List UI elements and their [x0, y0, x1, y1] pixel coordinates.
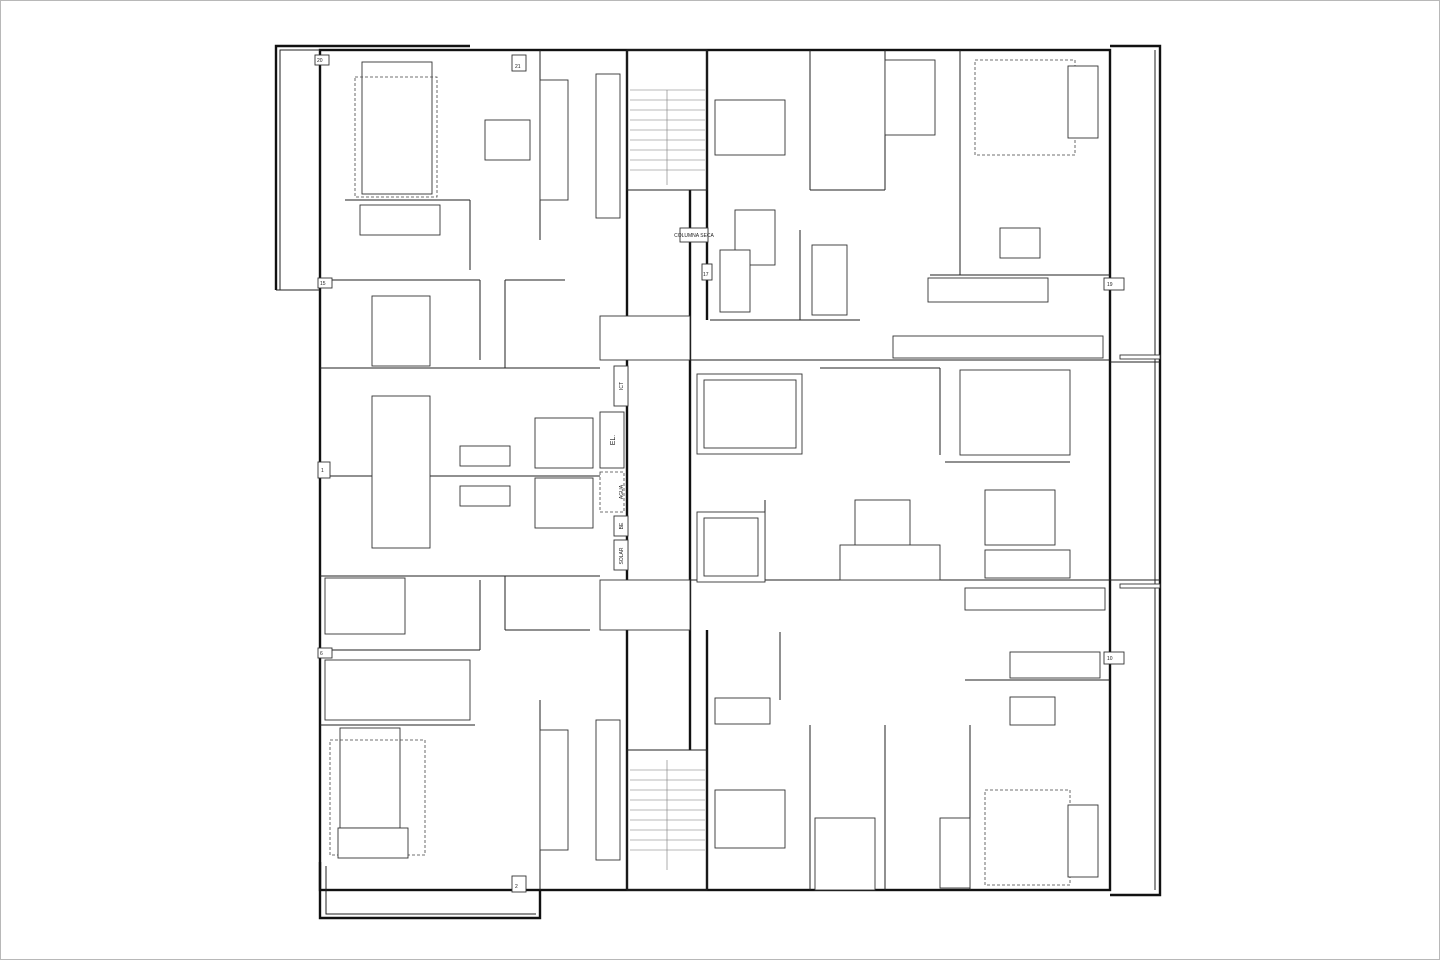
plan-element	[839, 544, 941, 581]
plan-element	[459, 485, 511, 507]
plan-label: 6	[320, 651, 323, 657]
bed	[959, 369, 1071, 456]
kitchen-counter	[927, 277, 1049, 303]
plan-element	[317, 461, 331, 479]
plan-element	[703, 517, 759, 577]
water-shaft	[599, 471, 625, 513]
plan-element	[1103, 651, 1125, 665]
wall-line	[274, 44, 470, 290]
exterior-walls	[274, 44, 1162, 920]
sofa	[1067, 804, 1099, 878]
partitions	[320, 50, 1110, 890]
plan-element	[317, 647, 333, 659]
table	[984, 489, 1056, 546]
sofa	[337, 827, 409, 859]
bathtub	[534, 477, 594, 529]
table	[999, 227, 1041, 259]
plan-element	[703, 379, 797, 449]
stair-bottom-treads	[630, 760, 705, 870]
plan-element	[974, 59, 1076, 156]
plan-element	[984, 789, 1071, 886]
bed	[371, 295, 431, 367]
plan-element	[1119, 583, 1161, 589]
plan-element	[939, 817, 971, 889]
table	[484, 119, 531, 161]
wall-line	[1110, 44, 1162, 897]
plan-element	[613, 515, 629, 537]
kitchen-counter	[964, 587, 1106, 611]
plan-element	[1103, 277, 1125, 291]
stair-top	[626, 49, 708, 191]
plan-label: 19	[1107, 282, 1113, 288]
bed	[714, 789, 786, 849]
solar-label: SOLAR	[619, 547, 625, 564]
furniture	[324, 59, 1106, 891]
kitchen-counter	[892, 335, 1104, 359]
elevator-label: EL.	[610, 435, 617, 446]
table	[854, 499, 911, 551]
bathtub	[714, 697, 771, 725]
kitchen-counter	[539, 79, 569, 201]
plan-element	[359, 204, 441, 236]
wall-line	[279, 49, 320, 290]
bathtub	[719, 249, 751, 313]
plan-label: 20	[317, 58, 323, 64]
table	[1009, 696, 1056, 726]
stair-bottom	[626, 749, 708, 891]
table	[371, 395, 431, 549]
sofa	[984, 549, 1071, 579]
plan-element	[314, 54, 330, 66]
plan-element	[1119, 354, 1161, 360]
wall-line	[318, 862, 542, 920]
plan-element	[814, 817, 876, 891]
dry-riser	[679, 227, 709, 243]
plan-element	[599, 579, 691, 631]
bed	[714, 99, 786, 156]
kitchen-counter	[595, 73, 621, 219]
be-label: BE	[619, 522, 625, 529]
plan-element	[317, 277, 333, 289]
column-marks: 20 21 17 15 1 6 2 19 10	[314, 54, 1125, 893]
ict-shaft	[613, 365, 629, 407]
plan-element	[354, 76, 438, 198]
plan-element	[324, 659, 471, 721]
plan-element	[511, 875, 527, 893]
plan-label: 15	[320, 281, 326, 287]
ict-label: ICT	[619, 382, 625, 390]
bed	[361, 61, 433, 195]
plan-element	[318, 48, 1112, 892]
plan-element	[884, 59, 936, 136]
wall-line	[325, 866, 536, 915]
kitchen-counter	[539, 729, 569, 851]
plan-element	[324, 577, 406, 635]
stair-top-treads	[630, 89, 705, 185]
plan-element	[811, 244, 848, 316]
sofa	[1067, 65, 1099, 139]
bathtub	[534, 417, 594, 469]
kitchen-counter	[595, 719, 621, 861]
plan-element	[459, 445, 511, 467]
plan-label: 1	[321, 468, 324, 474]
plan-label: 10	[1107, 656, 1113, 662]
plan-element	[701, 263, 713, 281]
plan-label: 17	[703, 272, 709, 278]
kitchen-counter	[1009, 651, 1101, 679]
core: EL. ICT AGUA BE SOLAR COLUMNA SECA	[599, 49, 715, 891]
plan-element	[599, 315, 691, 361]
bed	[339, 727, 401, 829]
water-label: AGUA	[619, 484, 625, 499]
plan-label: 21	[515, 64, 521, 70]
plan-element	[511, 54, 527, 72]
plan-element	[613, 539, 629, 571]
plan-label: 2	[515, 884, 518, 890]
dry-riser-label: COLUMNA SECA	[674, 233, 714, 239]
elevator	[599, 411, 625, 469]
